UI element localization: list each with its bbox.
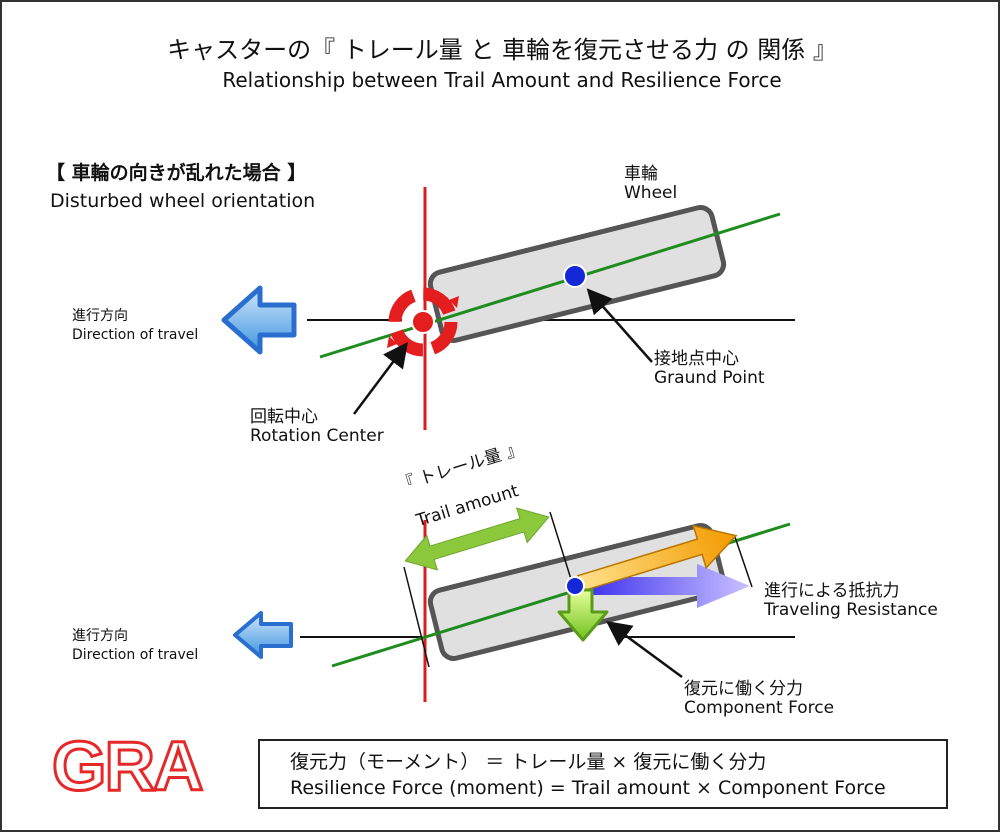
ground-point-bottom bbox=[565, 576, 585, 596]
traveling-resistance-arrow bbox=[582, 564, 750, 608]
direction-label-jp: 進行方向 bbox=[72, 308, 128, 324]
title-japanese: キャスターの『 トレール量 と 車輪を復元させる力 の 関係 』 bbox=[167, 36, 837, 64]
ground-point-pointer bbox=[586, 288, 653, 363]
ground-point-label-jp: 接地点中心 bbox=[654, 349, 739, 369]
trail-double-arrow bbox=[404, 507, 550, 571]
rotation-center-label-jp: 回転中心 bbox=[250, 407, 318, 427]
bottom-diagram bbox=[233, 507, 795, 702]
section-heading-japanese: 【 車輪の向きが乱れた場合 】 bbox=[46, 162, 307, 184]
title-english: Relationship between Trail Amount and Re… bbox=[222, 68, 782, 92]
section-heading-english: Disturbed wheel orientation bbox=[50, 190, 316, 212]
direction-label-en-bottom: Direction of travel bbox=[72, 647, 199, 663]
ground-point bbox=[563, 264, 587, 288]
wheel-label-jp: 車輪 bbox=[624, 164, 658, 184]
ground-point-label-en: Graund Point bbox=[654, 368, 765, 388]
formula-english: Resilience Force (moment) = Trail amount… bbox=[290, 777, 886, 799]
top-diagram bbox=[221, 187, 795, 430]
rotation-center-pointer bbox=[353, 342, 408, 415]
resist-boundary bbox=[734, 536, 753, 588]
direction-label-en: Direction of travel bbox=[72, 327, 199, 343]
rotation-arrows-icon bbox=[387, 287, 459, 357]
component-force-pointer bbox=[605, 621, 683, 679]
direction-arrow-icon-bottom bbox=[233, 611, 293, 659]
direction-label-jp-bottom: 進行方向 bbox=[72, 628, 128, 644]
formula-japanese: 復元力（モーメント） ＝ トレール量 × 復元に働く分力 bbox=[290, 751, 767, 773]
traveling-resistance-label-jp: 進行による抵抗力 bbox=[764, 581, 900, 601]
rotation-center-label-en: Rotation Center bbox=[250, 426, 384, 446]
formula-box: 復元力（モーメント） ＝ トレール量 × 復元に働く分力 Resilience … bbox=[258, 739, 948, 809]
traveling-resistance-label-en: Traveling Resistance bbox=[764, 600, 938, 620]
component-force-label-en: Component Force bbox=[684, 698, 835, 718]
trail-boundary-left bbox=[403, 566, 430, 668]
wheel-label-en: Wheel bbox=[624, 183, 678, 203]
wheel-axis-line bbox=[319, 212, 781, 359]
component-force-label-jp: 復元に働く分力 bbox=[684, 679, 803, 699]
resultant-force-arrow bbox=[576, 524, 738, 592]
gra-logo: GRA bbox=[52, 727, 202, 805]
component-force-arrow bbox=[557, 588, 609, 642]
direction-arrow-icon bbox=[221, 285, 297, 355]
